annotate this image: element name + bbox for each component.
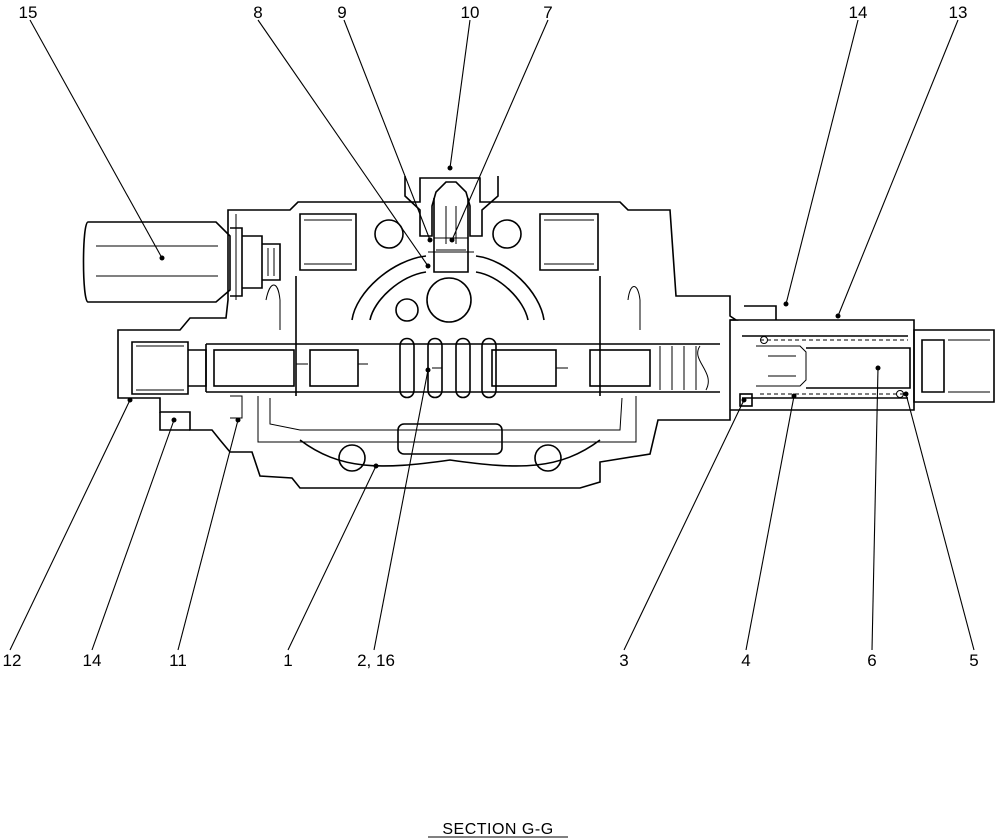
top-plug-assembly [404,176,499,273]
callout-13: 13 [949,3,968,22]
callout-15: 15 [19,3,38,22]
callout-5: 5 [969,651,978,670]
callout-9: 9 [337,3,346,22]
callout-12: 12 [3,651,22,670]
left-end-cap [131,341,243,419]
upper-ports [299,213,599,323]
right-spring-housing [730,305,995,411]
valve-body [117,177,739,489]
callout-2-16: 2, 16 [357,651,395,670]
callout-11: 11 [169,651,187,670]
internal-passages [265,255,641,396]
callout-labels: 15 8 9 10 7 14 13 12 14 11 1 2, 16 3 4 6… [3,3,979,670]
callout-8: 8 [253,3,262,22]
leader-lines [9,19,975,651]
callout-14-bottom: 14 [83,651,102,670]
callout-14-top: 14 [849,3,868,22]
callout-4: 4 [741,651,750,670]
section-caption: SECTION G-G [442,821,553,838]
callout-7: 7 [543,3,552,22]
callout-10: 10 [461,3,480,22]
callout-3: 3 [619,651,628,670]
lower-body-features [159,412,601,472]
callout-6: 6 [867,651,876,670]
callout-1: 1 [283,651,292,670]
left-solenoid [82,221,281,303]
spool-assembly [205,337,720,399]
